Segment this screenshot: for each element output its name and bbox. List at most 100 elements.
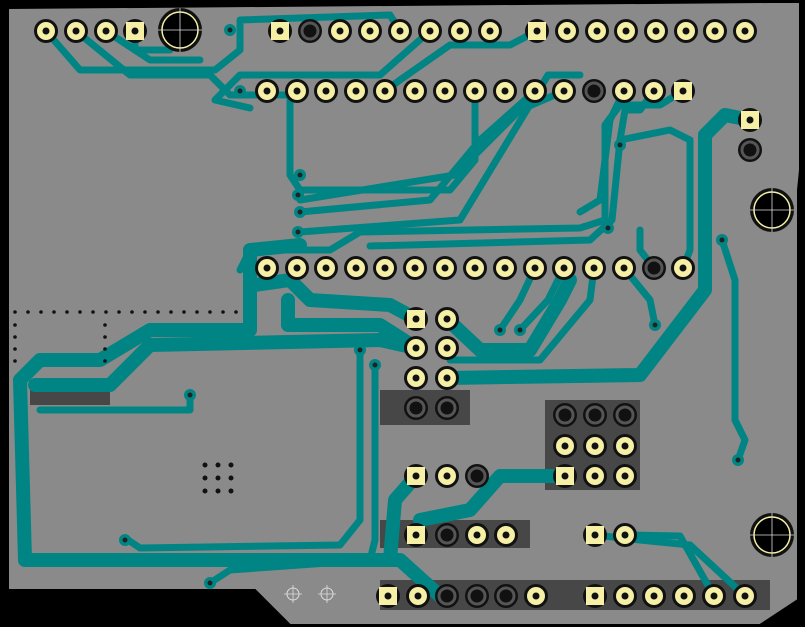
pad-drill (533, 27, 541, 35)
via-drill (652, 322, 658, 328)
pad-drill (560, 87, 568, 95)
pad-drill (486, 27, 494, 35)
via-drill (297, 209, 303, 215)
power-trace (440, 273, 577, 357)
via (228, 462, 234, 468)
signal-trace (211, 27, 434, 112)
pad-drill (561, 442, 569, 450)
via (13, 347, 17, 351)
pad-drill (591, 472, 599, 480)
pad-drill (741, 592, 749, 600)
via (182, 310, 186, 314)
ground-pad (406, 398, 426, 418)
ground-pad (644, 258, 664, 278)
power-trace (18, 553, 447, 603)
via (26, 310, 30, 314)
signal-trace (296, 71, 584, 236)
pad-drill (501, 87, 509, 95)
pad-drill (502, 531, 510, 539)
via-drill (517, 327, 523, 333)
ground-pad (437, 398, 457, 418)
pad-drill (590, 264, 598, 272)
copper-traces (13, 11, 757, 603)
via-drill (207, 580, 213, 586)
pad-drill (411, 87, 419, 95)
pad-drill (396, 27, 404, 35)
via (195, 310, 199, 314)
signal-trace (446, 264, 598, 364)
pad-drill (711, 27, 719, 35)
pad-drill (593, 27, 601, 35)
via (202, 462, 208, 468)
ground-pad (555, 405, 575, 425)
via-drill (372, 362, 378, 368)
via (202, 488, 208, 494)
pad-drill (352, 264, 360, 272)
pad-drill (563, 27, 571, 35)
pad-drill (456, 27, 464, 35)
pad-drill (426, 27, 434, 35)
pad-drill (322, 87, 330, 95)
pad-drill (531, 264, 539, 272)
via (215, 488, 221, 494)
signal-trace (121, 346, 364, 552)
pad-drill (682, 27, 690, 35)
pad-drill (591, 442, 599, 450)
pad-drill (72, 27, 80, 35)
via (91, 310, 95, 314)
pad-drill (561, 472, 569, 480)
pad-drill (443, 344, 451, 352)
pad-drill (621, 531, 629, 539)
via (215, 462, 221, 468)
pad-drill (412, 315, 420, 323)
power-trace (440, 108, 757, 385)
via (103, 335, 107, 339)
pad-drill (412, 344, 420, 352)
vias (13, 24, 744, 589)
pad-drill (412, 472, 420, 480)
pad-drill (591, 531, 599, 539)
signal-trace (576, 87, 628, 216)
via (103, 359, 107, 363)
via (117, 310, 121, 314)
pad-drill (276, 27, 284, 35)
pad-drill (679, 264, 687, 272)
pad-drill (531, 87, 539, 95)
component-pads (34, 19, 762, 608)
via (103, 323, 107, 327)
signal-trace (718, 236, 749, 464)
via-drill (497, 327, 503, 333)
signal-trace (102, 27, 204, 64)
pad-drill (679, 87, 687, 95)
pad-drill (746, 116, 754, 124)
via (78, 310, 82, 314)
via (228, 488, 234, 494)
power-trace (13, 238, 307, 567)
pad-drill (473, 531, 481, 539)
pad-drill (322, 264, 330, 272)
pad-drill (411, 264, 419, 272)
power-trace (281, 293, 423, 355)
via (215, 475, 221, 481)
pad-drill (263, 264, 271, 272)
via (13, 335, 17, 339)
ground-pad (467, 586, 487, 606)
pad-drill (412, 374, 420, 382)
pad-drill (621, 592, 629, 600)
pad-drill (591, 592, 599, 600)
ground-pad (740, 140, 760, 160)
ground-pad (585, 405, 605, 425)
via-drill (605, 225, 611, 231)
pad-drill (381, 87, 389, 95)
via (104, 310, 108, 314)
pad-drill (652, 27, 660, 35)
via (13, 310, 17, 314)
ground-pad (467, 466, 487, 486)
via (228, 475, 234, 481)
ground-pad (496, 586, 516, 606)
power-trace (28, 333, 423, 392)
via (202, 475, 208, 481)
pad-drill (336, 27, 344, 35)
via (65, 310, 69, 314)
signal-trace (621, 531, 718, 600)
